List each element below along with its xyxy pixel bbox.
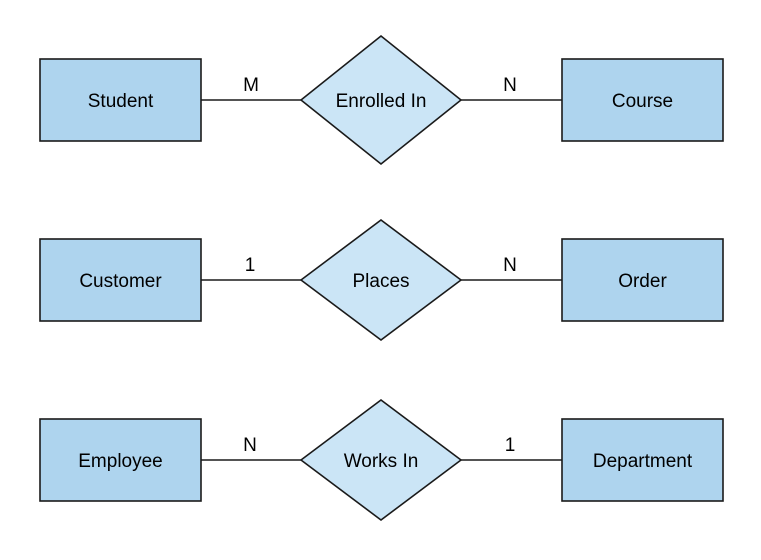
entity-course: [561, 58, 724, 142]
relationship-works-in-label: Works In: [344, 451, 419, 472]
entity-department: [561, 418, 724, 502]
entity-order-label: Order: [618, 271, 667, 292]
cardinality-customer-side: 1: [245, 255, 256, 276]
entity-student-label: Student: [88, 91, 154, 112]
relationship-places-label: Places: [352, 271, 409, 292]
relationship-enrolled-in: [299, 34, 463, 166]
entity-order: [561, 238, 724, 322]
cardinality-order-side: N: [503, 255, 517, 276]
relationship-row-customer-order: Customer Places Order 1 N: [39, 219, 724, 341]
relationship-works-in: [299, 399, 463, 521]
entity-department-label: Department: [593, 451, 693, 472]
relationship-row-student-course: Student Enrolled In Course M N: [39, 34, 724, 166]
entity-course-label: Course: [612, 91, 673, 112]
relationship-enrolled-in-label: Enrolled In: [336, 91, 427, 112]
entity-customer: [39, 238, 202, 322]
entity-employee-label: Employee: [78, 451, 163, 472]
entity-employee: [39, 418, 202, 502]
entity-customer-label: Customer: [79, 271, 162, 292]
cardinality-student-side: M: [243, 75, 259, 96]
cardinality-course-side: N: [503, 75, 517, 96]
entity-student: [39, 58, 202, 142]
relationship-row-employee-department: Employee Works In Department N 1: [39, 399, 724, 521]
relationship-places: [299, 219, 463, 341]
cardinality-department-side: 1: [505, 435, 516, 456]
cardinality-employee-side: N: [243, 435, 257, 456]
